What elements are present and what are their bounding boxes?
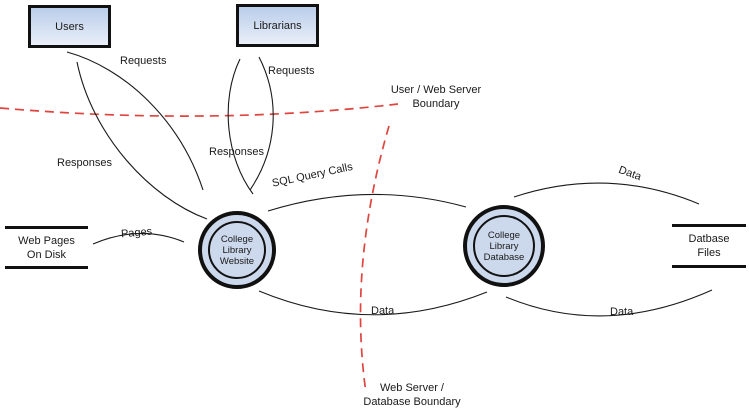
process-college-library-database: College Library Database xyxy=(463,205,545,287)
flow-label-data-db-to-site: Data xyxy=(371,305,395,317)
flow-label-users-responses: Responses xyxy=(57,157,113,169)
flow-label-librarians-requests: Requests xyxy=(268,65,315,77)
user-webserver-boundary-line xyxy=(0,103,399,117)
process-website-label: College Library Website xyxy=(219,233,255,267)
arrow-data-files-to-db xyxy=(505,289,713,317)
flow-label-users-requests: Requests xyxy=(120,55,167,67)
arrow-librarians-responses xyxy=(227,58,254,195)
entity-librarians-label: Librarians xyxy=(253,19,302,32)
process-college-library-website: College Library Website xyxy=(198,211,276,289)
arrow-sql-query-calls xyxy=(267,193,467,212)
entity-librarians: Librarians xyxy=(236,4,319,47)
datastore-datbase-files: Datbase Files xyxy=(672,224,746,268)
arrow-users-requests xyxy=(66,51,204,191)
label-user-webserver-boundary: User / Web Server Boundary xyxy=(390,84,482,110)
label-webserver-database-boundary: Web Server / Database Boundary xyxy=(363,382,461,408)
flow-label-librarians-responses: Responses xyxy=(209,146,265,158)
datastore-files-label: Datbase Files xyxy=(688,233,730,259)
flow-label-data-files-to-db: Data xyxy=(610,306,634,318)
arrow-librarians-requests xyxy=(249,56,274,191)
arrow-users-responses xyxy=(76,61,208,220)
datastore-web-pages-on-disk: Web Pages On Disk xyxy=(5,226,88,269)
arrow-data-db-to-site xyxy=(258,290,488,316)
entity-users: Users xyxy=(28,5,111,48)
datastore-webpages-label: Web Pages On Disk xyxy=(18,234,75,261)
arrow-pages xyxy=(92,232,185,245)
process-database-label: College Library Database xyxy=(483,229,525,263)
process-database-inner-circle: College Library Database xyxy=(473,215,535,277)
webserver-database-boundary-line xyxy=(359,125,390,394)
arrow-data-db-to-files xyxy=(513,182,700,205)
entity-users-label: Users xyxy=(55,20,84,33)
process-website-inner-circle: College Library Website xyxy=(208,221,266,279)
